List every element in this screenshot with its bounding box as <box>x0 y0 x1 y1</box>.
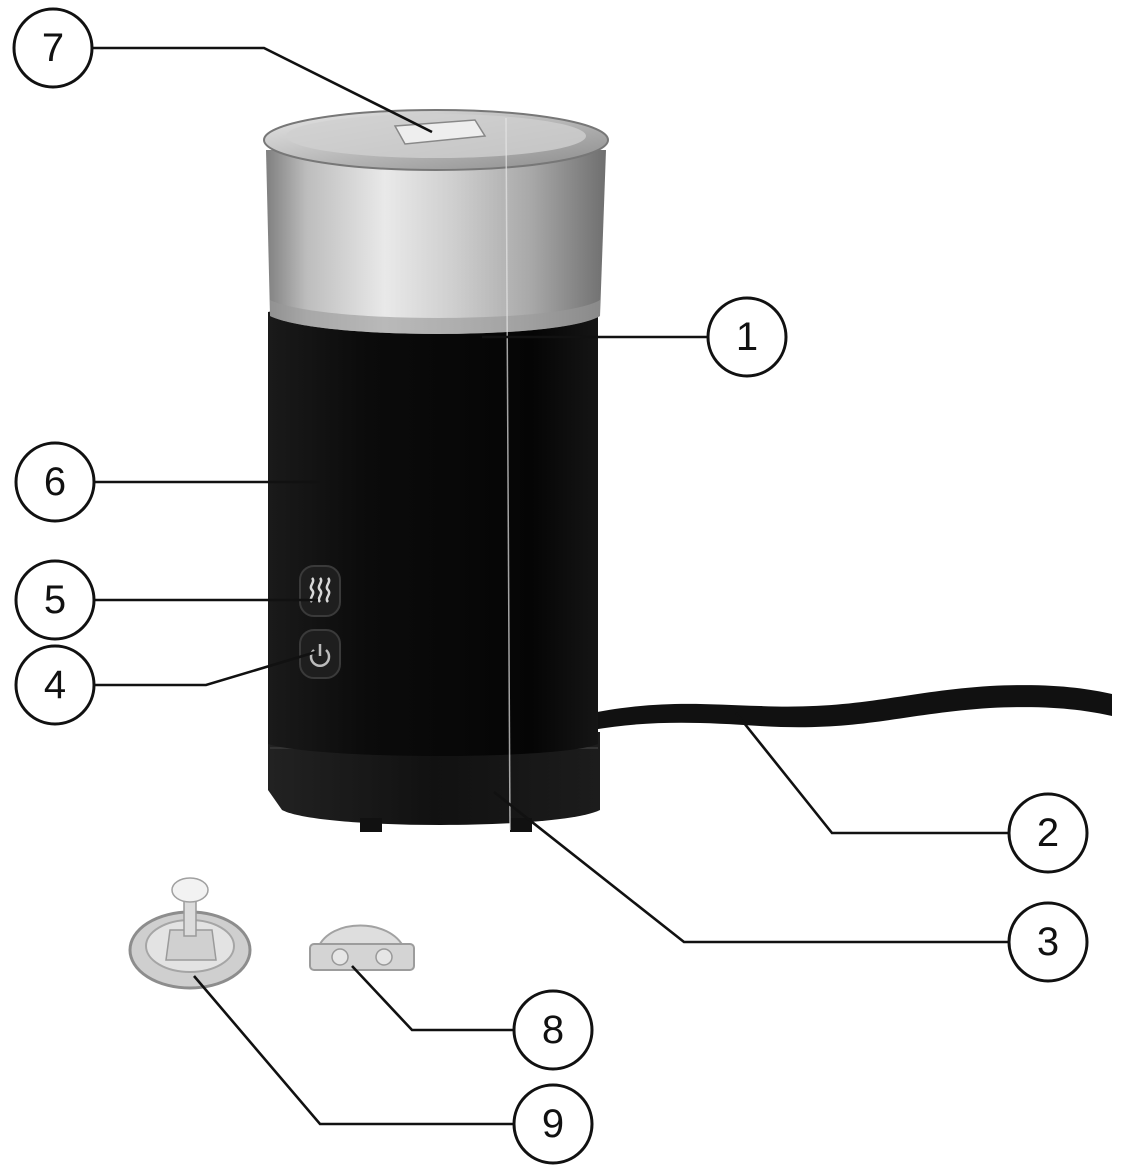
callout-7-number: 7 <box>42 26 64 70</box>
leader-lines <box>92 46 1008 1126</box>
steam-icon <box>309 577 331 603</box>
callout-5-number: 5 <box>44 578 66 622</box>
power-cord <box>592 685 1112 730</box>
callout-9: 9 <box>512 1083 594 1165</box>
callout-4-number: 4 <box>44 663 66 707</box>
milk-frother <box>263 109 1112 832</box>
callout-4: 4 <box>14 644 96 726</box>
leader-7 <box>92 46 433 134</box>
steel-jug <box>266 150 606 334</box>
callout-2-number: 2 <box>1037 811 1059 855</box>
heat-button <box>299 565 341 617</box>
leader-9 <box>193 975 514 1126</box>
callout-3-number: 3 <box>1037 920 1059 964</box>
callout-6: 6 <box>14 441 96 523</box>
whisk-accessory <box>128 877 252 990</box>
callout-6-number: 6 <box>44 460 66 504</box>
leader-8 <box>351 965 514 1032</box>
callout-1-number: 1 <box>736 315 758 359</box>
leader-3 <box>493 790 1008 944</box>
base-foot-right <box>510 818 532 832</box>
callout-9-number: 9 <box>542 1102 564 1146</box>
power-button <box>299 629 341 679</box>
leader-2 <box>734 712 1008 835</box>
power-icon <box>309 644 331 667</box>
callout-3: 3 <box>1007 901 1089 983</box>
callout-2: 2 <box>1007 792 1089 874</box>
callout-8: 8 <box>512 989 594 1071</box>
stirrer-accessory <box>309 924 415 971</box>
callout-5: 5 <box>14 559 96 641</box>
base <box>268 732 600 825</box>
callout-1: 1 <box>706 296 788 378</box>
jug-shadow-band <box>270 300 600 334</box>
reflection-line <box>505 117 511 831</box>
base-foot-left <box>360 818 382 832</box>
main-body <box>268 303 598 756</box>
callout-7: 7 <box>12 7 94 89</box>
leader-4 <box>94 650 317 687</box>
callout-8-number: 8 <box>542 1008 564 1052</box>
